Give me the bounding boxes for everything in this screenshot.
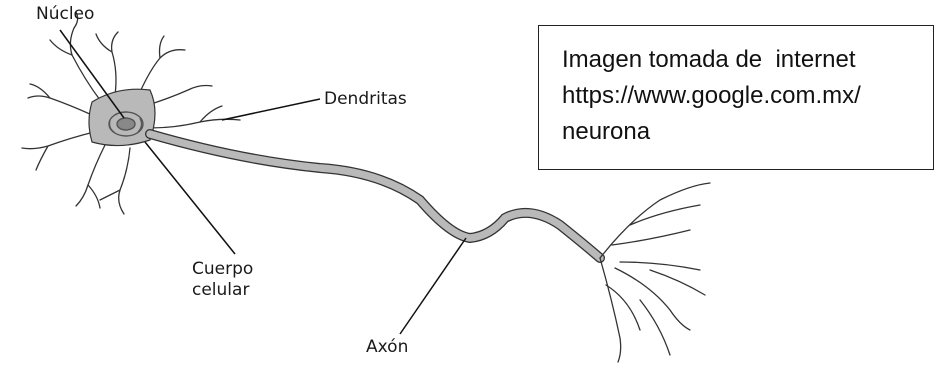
caption-line-2: https://www.google.com.mx/ [562,78,921,114]
label-cell-body: Cuerpo celular [192,259,253,301]
label-cell-body-line2: celular [192,280,253,301]
leader-lines [60,30,466,334]
label-axon: Axón [366,337,408,358]
label-cell-body-line1: Cuerpo [192,259,253,280]
axon-terminals [600,183,710,362]
source-caption-box: Imagen tomada de internet https://www.go… [538,25,934,170]
label-nucleus: Núcleo [36,4,94,25]
cell-body [89,89,155,145]
caption-line-3: neurona [562,114,921,150]
label-dendrites: Dendritas [324,89,407,110]
caption-line-1: Imagen tomada de internet [562,42,921,78]
